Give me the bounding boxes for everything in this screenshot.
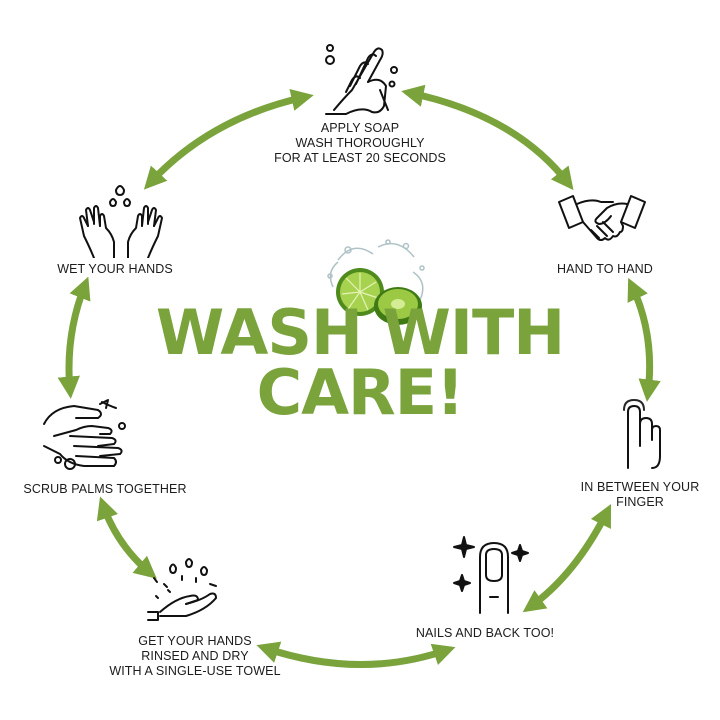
title-line-1: WASH WITH xyxy=(155,296,565,369)
arrow-dry-to-scrub xyxy=(96,496,157,579)
center-title: WASH WITH CARE! xyxy=(110,296,610,429)
handshake-icon xyxy=(558,195,646,241)
step-label-wet-hands: WET YOUR HANDS xyxy=(57,262,173,276)
arrow-apply-to-wet xyxy=(143,88,314,190)
wet-hands-icon xyxy=(79,185,163,258)
arrow-finger-to-nails xyxy=(522,504,612,613)
title-line-2: CARE! xyxy=(256,356,465,429)
arrow-handtohand-to-finger xyxy=(627,277,661,402)
step-label-in-between-finger: IN BETWEEN YOUR FINGER xyxy=(580,480,700,509)
lime-splash-icon xyxy=(327,239,425,325)
dry-hand-icon xyxy=(147,558,217,621)
arrow-apply-to-handtohand xyxy=(401,84,574,191)
soap-wash-icon xyxy=(325,44,398,115)
step-label-rinse-dry: GET YOUR HANDS RINSED AND DRY WITH A SIN… xyxy=(109,634,281,678)
step-label-scrub-palms: SCRUB PALMS TOGETHER xyxy=(23,482,187,496)
arrow-scrub-to-wet xyxy=(57,276,91,399)
arrow-nails-to-dry xyxy=(256,641,456,668)
nail-icon xyxy=(453,536,529,614)
step-label-nails: NAILS AND BACK TOO! xyxy=(415,626,555,640)
scrub-palms-icon xyxy=(43,399,126,470)
step-label-apply-soap: APPLY SOAP WASH THOROUGHLY FOR AT LEAST … xyxy=(274,121,446,165)
step-label-hand-to-hand: HAND TO HAND xyxy=(557,262,653,276)
finger-icon xyxy=(623,399,661,469)
